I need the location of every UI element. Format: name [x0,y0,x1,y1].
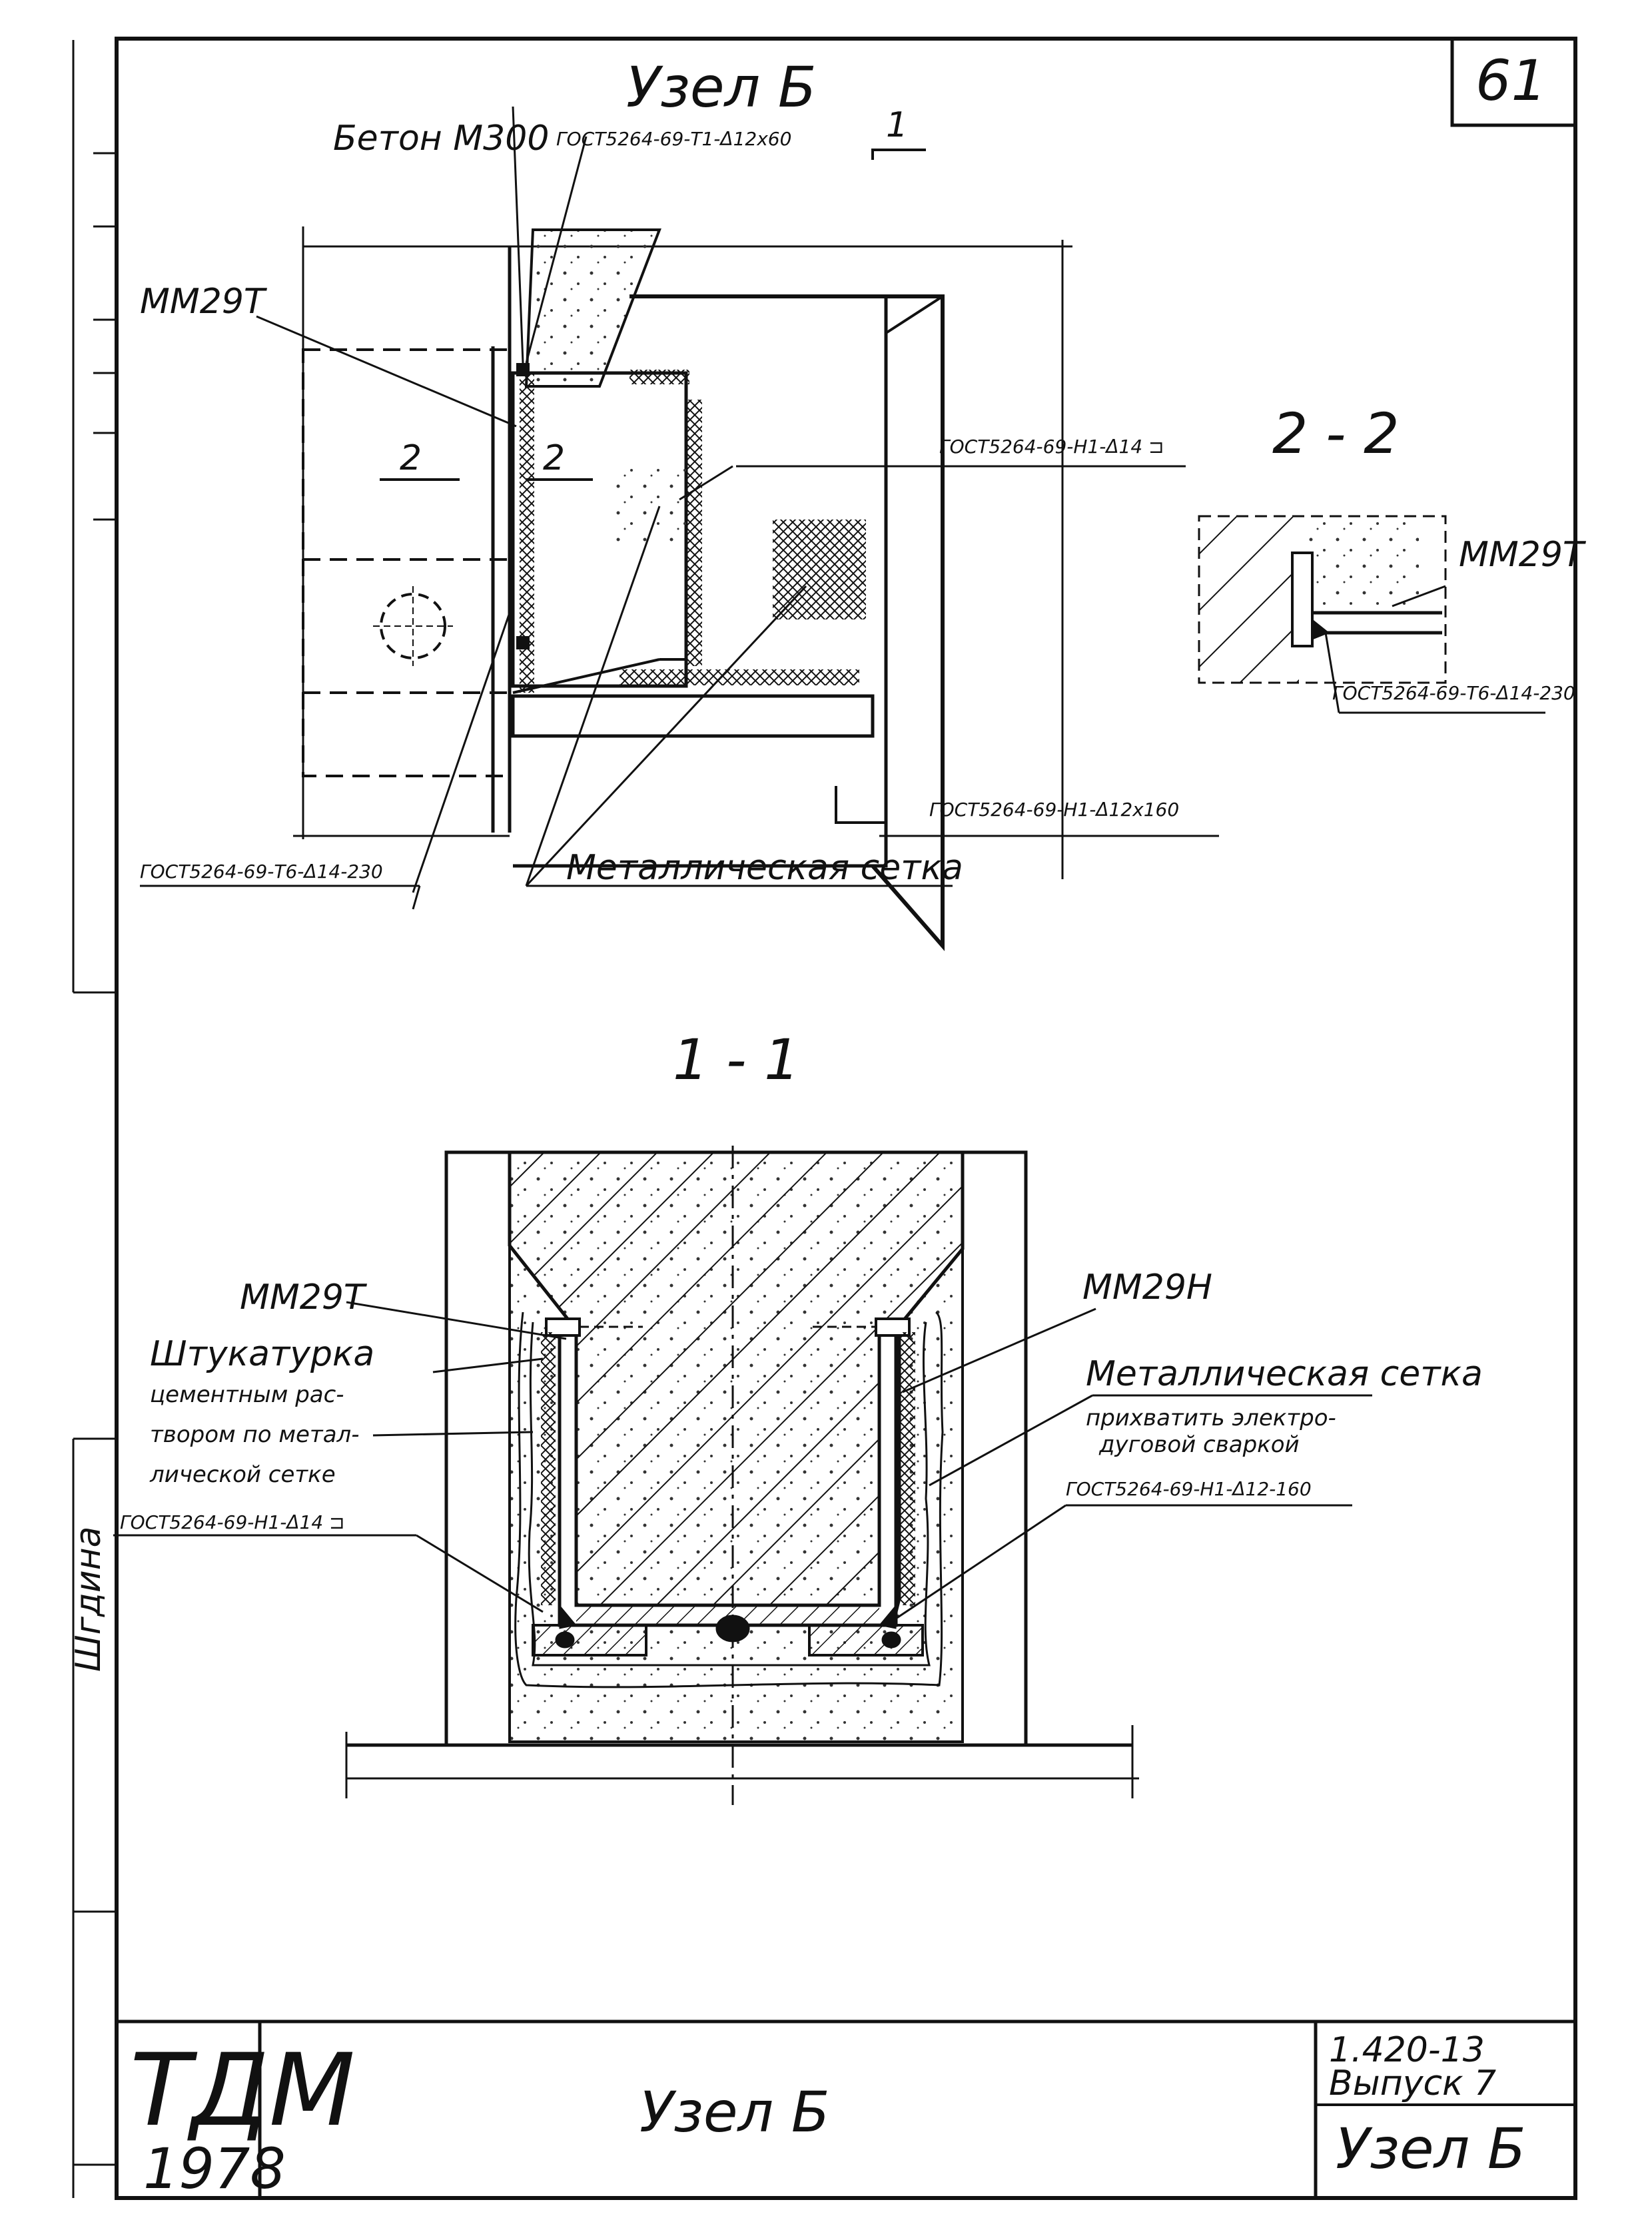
section-2-left-mark: 2 [400,438,422,478]
weld-top-label: ГОСТ5264-69-Т1-Δ12х60 [556,128,791,150]
plaster-line-1: Штукатурка [150,1334,374,1374]
stamp-year: 1978 [143,2136,286,2201]
section-2-right-mark: 2 [543,438,565,478]
mesh-section11-line-2: прихватить электро- [1086,1405,1336,1431]
plaster-line-4: лической сетке [149,1461,336,1488]
weld-bottom-left-label: ГОСТ5264-69-Т6-Δ14-230 [140,861,383,883]
mesh-plan-label: Металлическая сетка [566,848,963,888]
stamp-organization: ТДМ [130,2033,355,2149]
weld-right-label: ГОСТ5264-69-Н1-Δ14 ⊐ [939,436,1164,458]
plaster-line-2: цементным рас- [150,1381,344,1408]
mesh-section11-line-1: Металлическая сетка [1086,1354,1483,1394]
weld-left-section11-label: ГОСТ5264-69-Н1-Δ14 ⊐ [120,1511,345,1533]
plaster-line-3: твором по метал- [150,1421,360,1448]
section-1-1 [113,1146,1372,1805]
section-2-2-title: 2 - 2 [1272,401,1400,466]
weld-right-section11-label: ГОСТ5264-69-Н1-Δ12-160 [1066,1478,1312,1500]
doc-code: 1.420-13 [1329,2030,1485,2070]
mm29t-section11-label: ММ29Т [240,1278,368,1317]
margin-text: Шгдина [69,1526,109,1672]
doc-name: Узел Б [1336,2116,1526,2181]
drawing-title: Узел Б [626,55,817,120]
section-1-top-mark: 1 [886,105,908,145]
mm29h-section11-label: ММ29Н [1082,1268,1212,1307]
doc-issue: Выпуск 7 [1329,2063,1496,2103]
weld-bottom-right-label: ГОСТ5264-69-Н1-Δ12х160 [929,799,1179,821]
concrete-label: Бетон М300 [333,119,549,159]
plan-view [140,106,1219,951]
section-2-2 [1198,515,1545,714]
mm29t-plan-label: ММ29Т [140,282,268,322]
section-1-1-title: 1 - 1 [673,1027,800,1092]
sheet-frame [72,37,1577,2200]
mm29t-section22-label: ММ29Т [1459,535,1587,575]
stamp-title: Узел Б [639,2079,830,2145]
mesh-section11-line-3: дуговой сваркой [1098,1431,1300,1458]
weld-section22-label: ГОСТ5264-69-Т6-Δ14-230 [1332,682,1575,704]
page-number: 61 [1475,48,1547,113]
